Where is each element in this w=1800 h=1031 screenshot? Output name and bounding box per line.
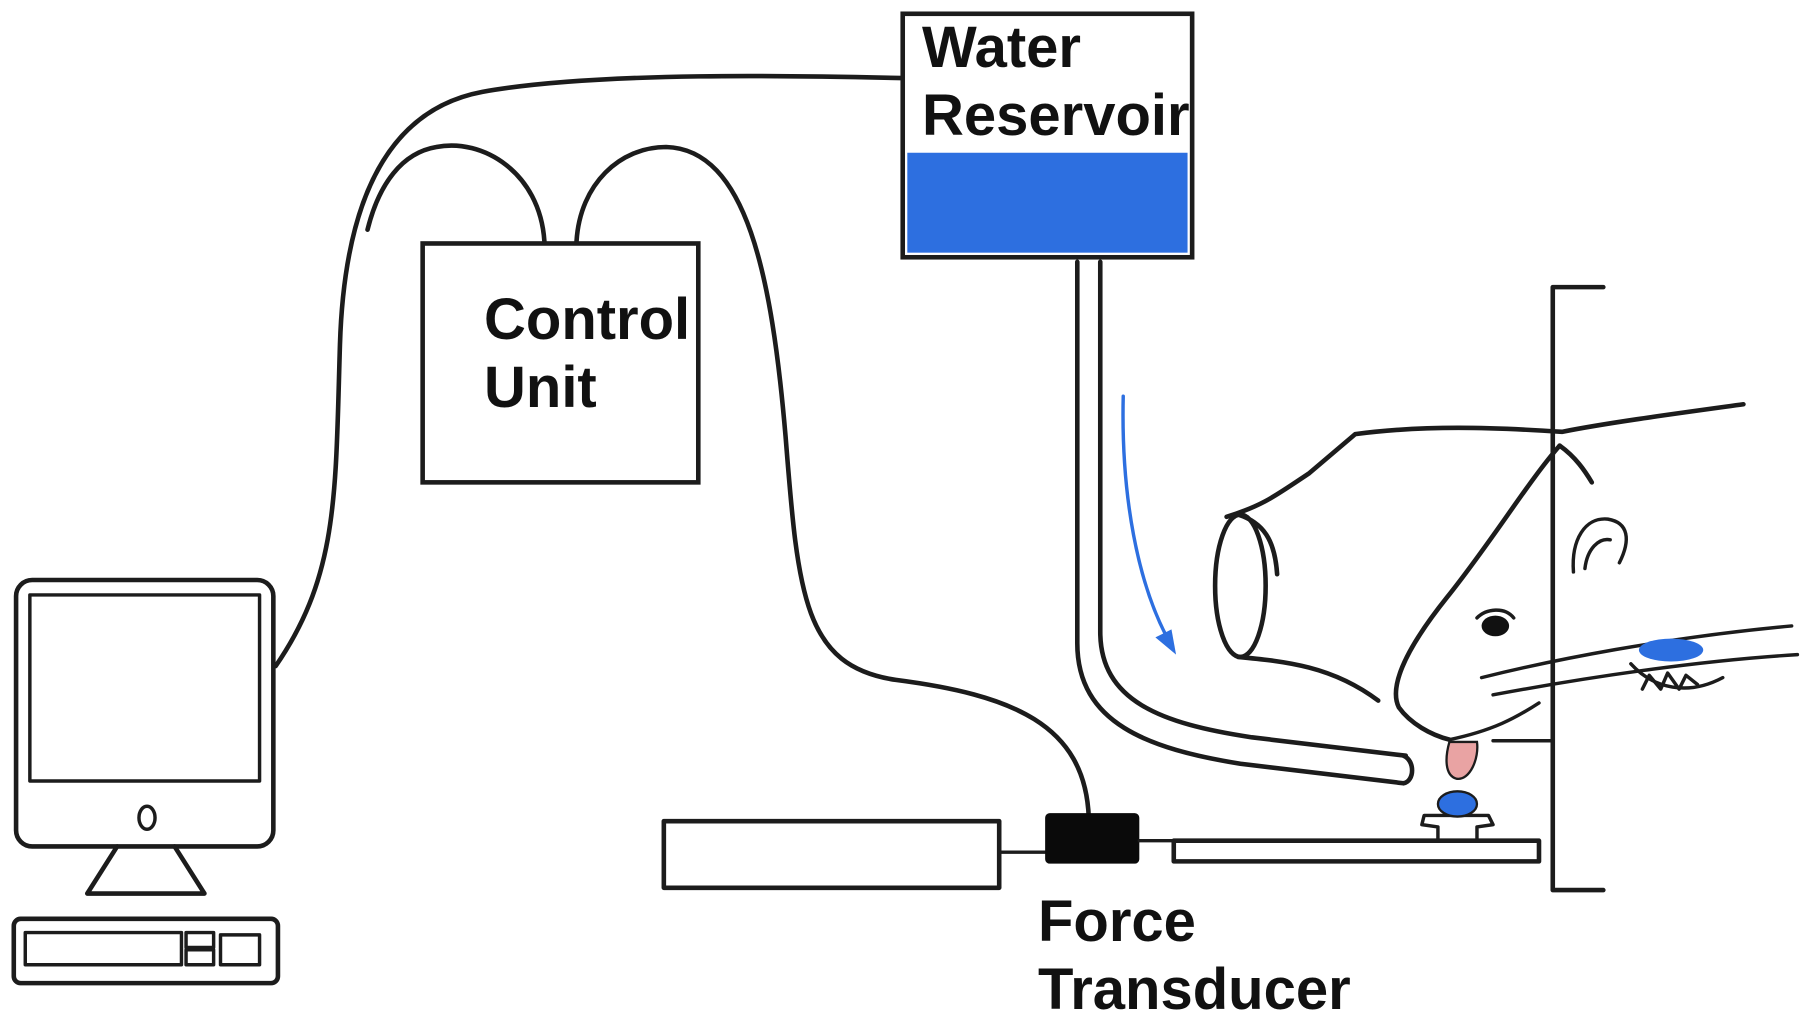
water-reservoir-label-line2: Reservoir (922, 83, 1190, 149)
water-tube (1074, 259, 1415, 786)
force-transducer-label-line2: Transducer (1038, 957, 1351, 1023)
rat-whisker-pad (1638, 638, 1704, 662)
head-bracket (1550, 284, 1606, 893)
lever-arm (1171, 838, 1542, 864)
force-transducer-label-line1: Force (1038, 889, 1196, 954)
platform-base (661, 818, 1002, 891)
water-reservoir-label: Water Reservoir (922, 14, 1190, 151)
water-reservoir-water (907, 152, 1188, 253)
control-unit-label-line1: Control (484, 287, 691, 352)
control-unit-box (420, 241, 701, 485)
force-transducer-block (1045, 813, 1140, 864)
control-unit-label-line2: Unit (484, 355, 597, 421)
rat-eye (1481, 615, 1510, 637)
cable-control-unit-left (365, 143, 547, 244)
control-unit-label: Control Unit (484, 286, 690, 423)
lick-sensor-mount (1420, 813, 1495, 843)
force-transducer-label: Force Transducer (1038, 888, 1351, 1025)
lick-sensor-drop (1436, 790, 1479, 818)
cable-control-unit-to-transducer (574, 144, 1092, 821)
water-flow-arrow (1121, 394, 1174, 648)
cable-reservoir-to-computer (273, 73, 906, 669)
rat-tongue (1445, 740, 1479, 780)
computer-icon (11, 577, 281, 986)
water-flow-arrowhead (1155, 629, 1177, 655)
rat-illustration (1212, 401, 1800, 780)
water-reservoir-label-line1: Water (922, 15, 1081, 80)
